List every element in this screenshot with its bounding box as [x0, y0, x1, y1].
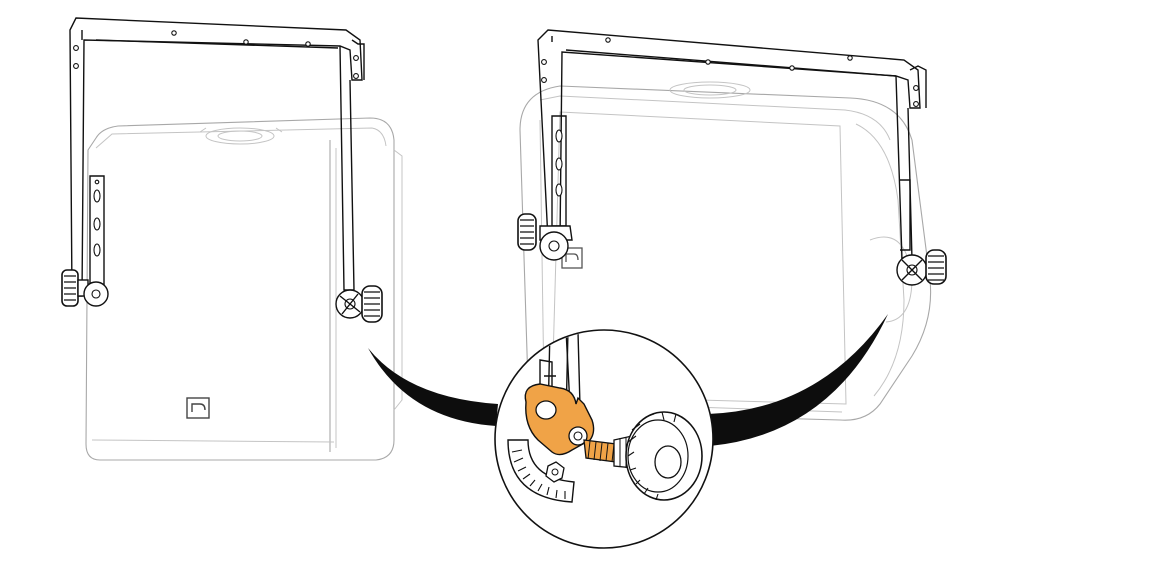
left-speaker-cabinet — [85, 117, 403, 461]
callout-arrow-right — [708, 314, 888, 446]
left-tilt-knob-left — [61, 269, 109, 307]
tilt-knob-icon — [517, 213, 537, 251]
angle-scale-icon — [507, 439, 575, 503]
left-tilt-knob-right — [335, 285, 383, 323]
tilt-knob-icon — [625, 411, 703, 501]
brand-logo-icon — [186, 397, 210, 419]
callout-arrow-left — [368, 348, 498, 426]
tilt-knob-icon — [61, 269, 89, 307]
detail-magnifier — [494, 329, 714, 549]
right-tilt-knob-left — [517, 213, 573, 261]
tilt-knob-icon — [361, 285, 383, 323]
right-tilt-knob-right — [896, 249, 947, 286]
right-mounting-bracket — [537, 29, 927, 261]
left-mounting-bracket — [69, 17, 365, 297]
tilt-knob-icon — [925, 249, 947, 285]
